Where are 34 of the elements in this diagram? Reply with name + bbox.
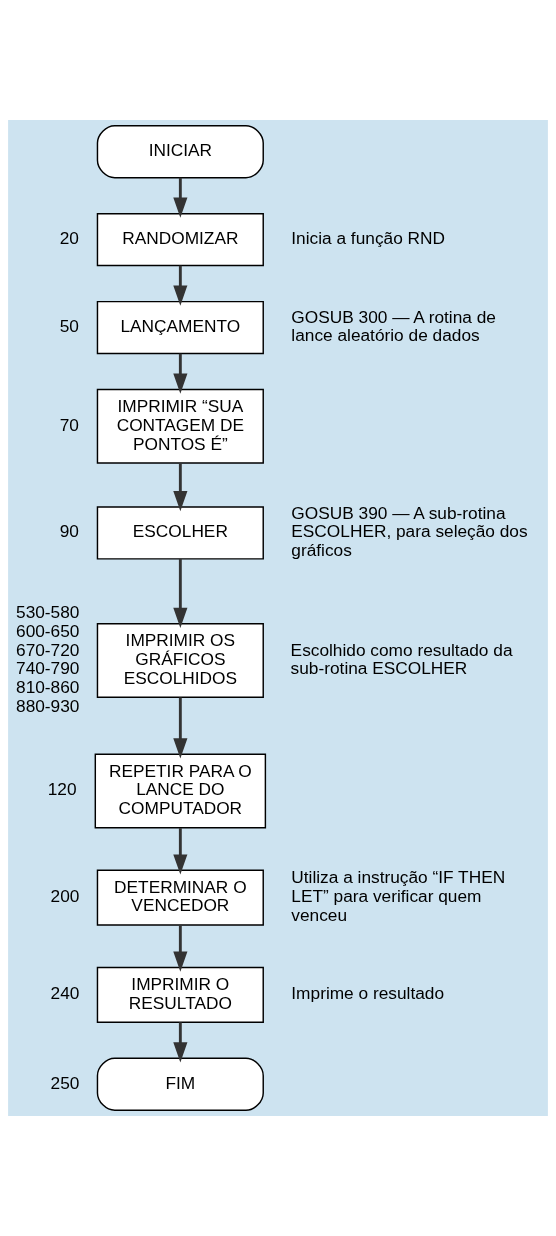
arrow	[173, 697, 188, 759]
node-label: 50	[59, 316, 79, 337]
arrow	[173, 177, 188, 218]
node-label: 20	[59, 228, 79, 249]
arrow	[173, 925, 188, 972]
node-box: RANDOMIZAR	[96, 212, 264, 267]
arrow	[173, 828, 188, 875]
node-label: Inicia a função RND	[291, 228, 446, 249]
node-box: DETERMINAR O VENCEDOR	[96, 869, 264, 926]
node-label: 200	[50, 886, 80, 907]
node-label: 70	[59, 414, 79, 435]
node-label: Utiliza a instrução “IF THEN LET” para verificar quem venceu	[291, 867, 506, 925]
node-label: 530-580 600-650 670-720 740-790 810-860 880-930	[16, 602, 80, 716]
node-label: GOSUB 390 — A sub-rotina ESCOLHER, para seleção dos gráficos	[291, 502, 528, 561]
node-label: GOSUB 300 — A rotina de lance aleatório de dados	[291, 306, 496, 346]
node-box: INICIAR	[96, 125, 264, 179]
node-box: IMPRIMIR O RESULTADO	[96, 966, 264, 1024]
node-box: ESCOLHER	[96, 506, 264, 560]
node-label: Escolhido como resultado da sub-rotina ESCOLHER	[290, 639, 513, 679]
arrow	[173, 463, 188, 512]
node-label: Imprime o resultado	[291, 983, 445, 1004]
node-box: IMPRIMIR OS GRÁFICOS ESCOLHIDOS	[96, 623, 264, 698]
node-label: 240	[50, 983, 80, 1004]
node-box: IMPRIMIR “SUA CONTAGEM DE PONTOS É”	[96, 388, 264, 464]
arrow	[173, 353, 188, 394]
node-box: LANÇAMENTO	[96, 300, 264, 355]
node-box: FIM	[96, 1057, 264, 1111]
node-label: 90	[59, 521, 79, 542]
node-label: 120	[47, 779, 77, 800]
arrow	[173, 559, 188, 628]
arrow	[173, 1022, 188, 1063]
arrow	[173, 265, 188, 306]
node-box: REPETIR PARA O LANCE DO COMPUTADOR	[94, 753, 267, 829]
node-label: 250	[50, 1072, 80, 1093]
